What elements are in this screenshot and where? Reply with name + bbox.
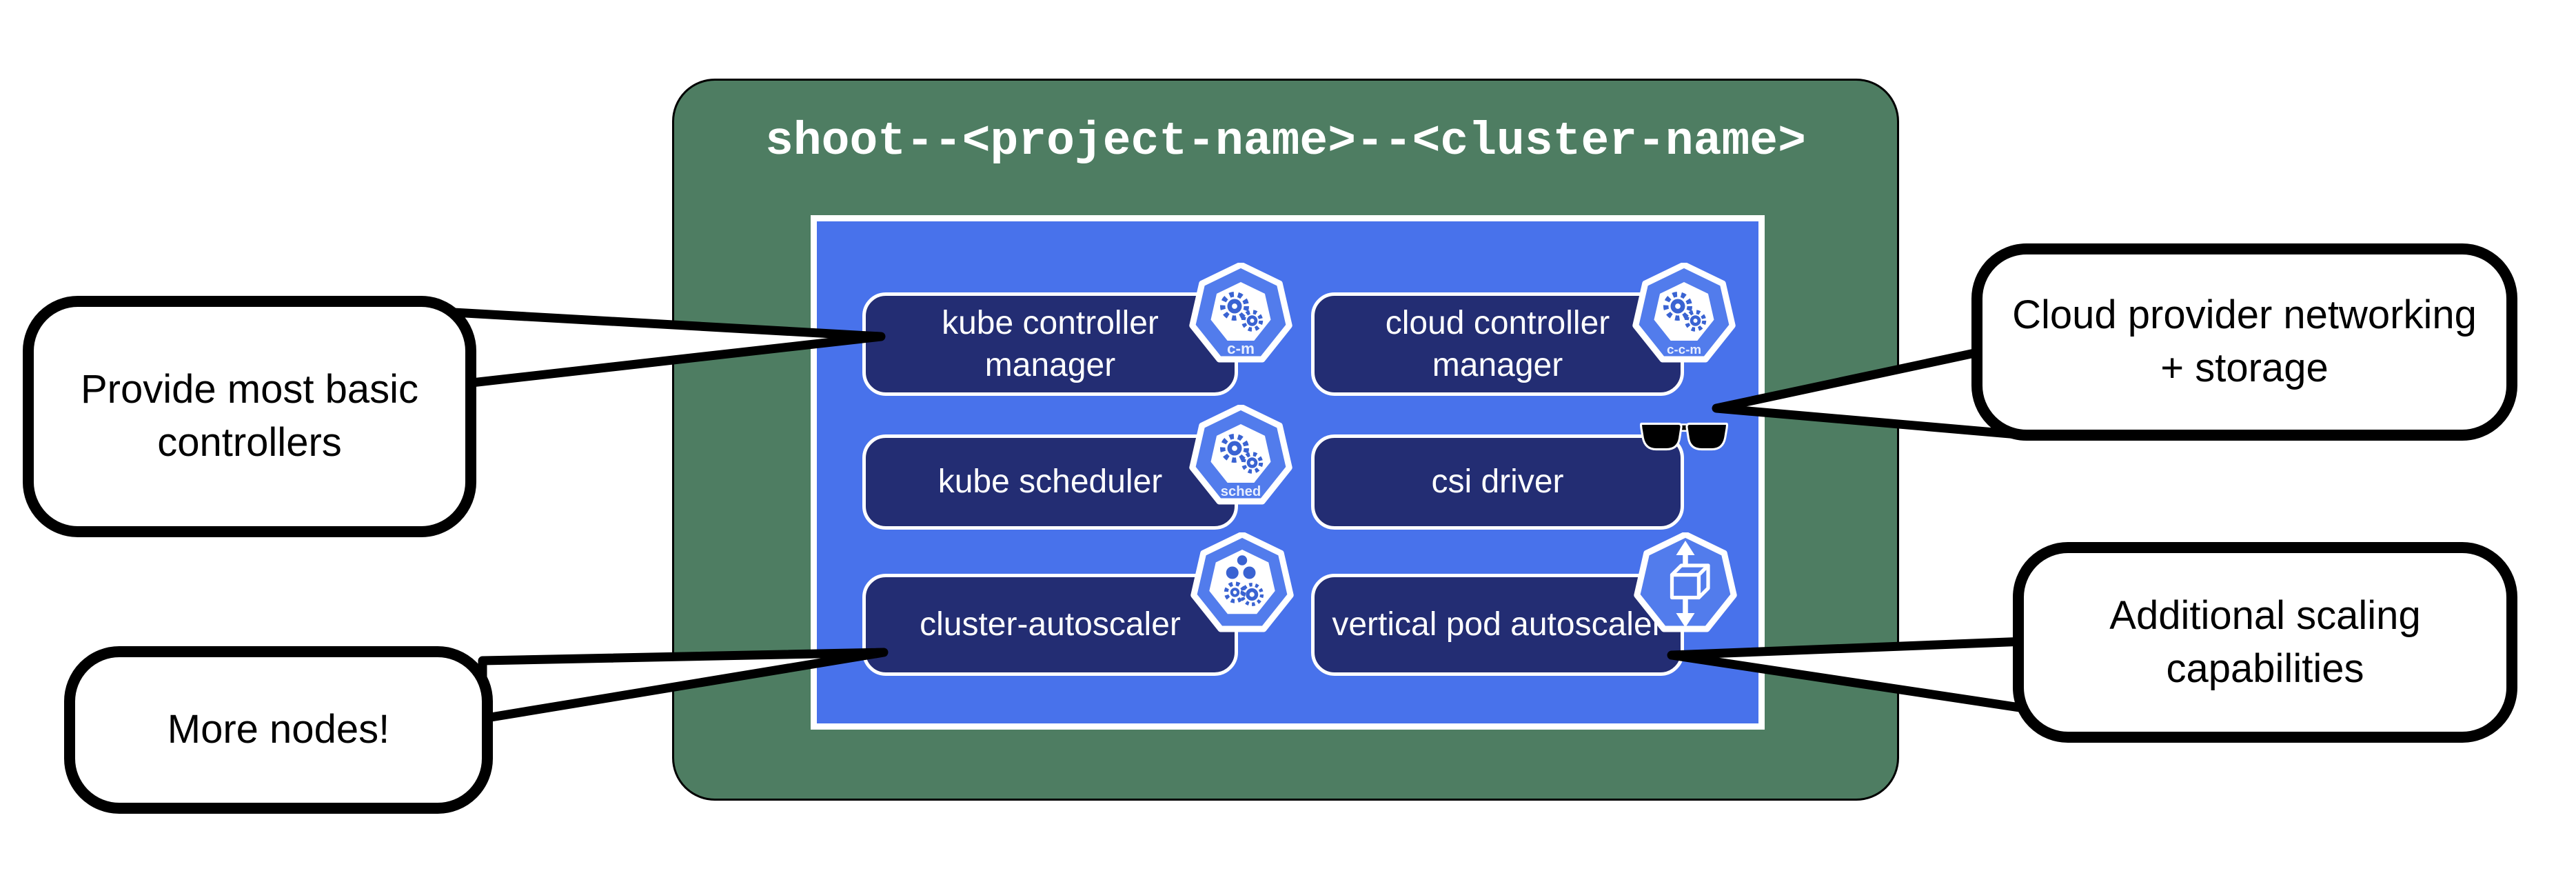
- tail-more-nodes: [478, 648, 889, 723]
- vertical-pod-autoscaler-icon: [1634, 532, 1737, 632]
- component-label: kube controller manager: [942, 304, 1159, 383]
- icon-badge-text: c-m: [1227, 340, 1255, 357]
- component-label: csi driver: [1431, 463, 1564, 501]
- kube-scheduler-icon: sched: [1189, 405, 1292, 505]
- tail-provide-controllers: [436, 307, 886, 391]
- icon-badge-text: c-c-m: [1667, 342, 1701, 357]
- callout-provide-basic-controllers: Provide most basic controllers: [23, 296, 476, 537]
- component-label: cluster-autoscaler: [920, 606, 1181, 643]
- kube-controller-manager-icon: c-m: [1189, 263, 1292, 363]
- callout-additional-scaling: Additional scaling capabilities: [2013, 542, 2517, 743]
- component-cloud-controller-manager: cloud controller manager: [1311, 292, 1684, 396]
- sunglasses-icon: [1640, 422, 1728, 451]
- component-vertical-pod-autoscaler: vertical pod autoscaler: [1311, 574, 1684, 676]
- shoot-namespace-title: shoot--<project-name>--<cluster-name>: [765, 115, 1806, 168]
- callout-text: Additional scaling capabilities: [2109, 592, 2421, 691]
- icon-badge-text: sched: [1221, 484, 1261, 499]
- callout-text: More nodes!: [167, 707, 390, 752]
- component-csi-driver: csi driver: [1311, 434, 1684, 530]
- component-kube-scheduler: kube scheduler: [862, 434, 1238, 530]
- component-label: kube scheduler: [937, 463, 1163, 501]
- callout-cloud-provider: Cloud provider networking + storage: [1971, 243, 2517, 441]
- component-label: cloud controller manager: [1385, 304, 1610, 383]
- tail-additional-scaling: [1667, 635, 2066, 719]
- callout-text: Cloud provider networking + storage: [2012, 292, 2477, 390]
- component-kube-controller-manager: kube controller manager: [862, 292, 1238, 396]
- callout-text: Provide most basic controllers: [81, 367, 418, 465]
- cloud-controller-manager-icon: c-c-m: [1632, 263, 1736, 363]
- component-label: vertical pod autoscaler: [1332, 606, 1663, 643]
- callout-more-nodes: More nodes!: [64, 646, 493, 814]
- cluster-autoscaler-icon: [1190, 532, 1294, 632]
